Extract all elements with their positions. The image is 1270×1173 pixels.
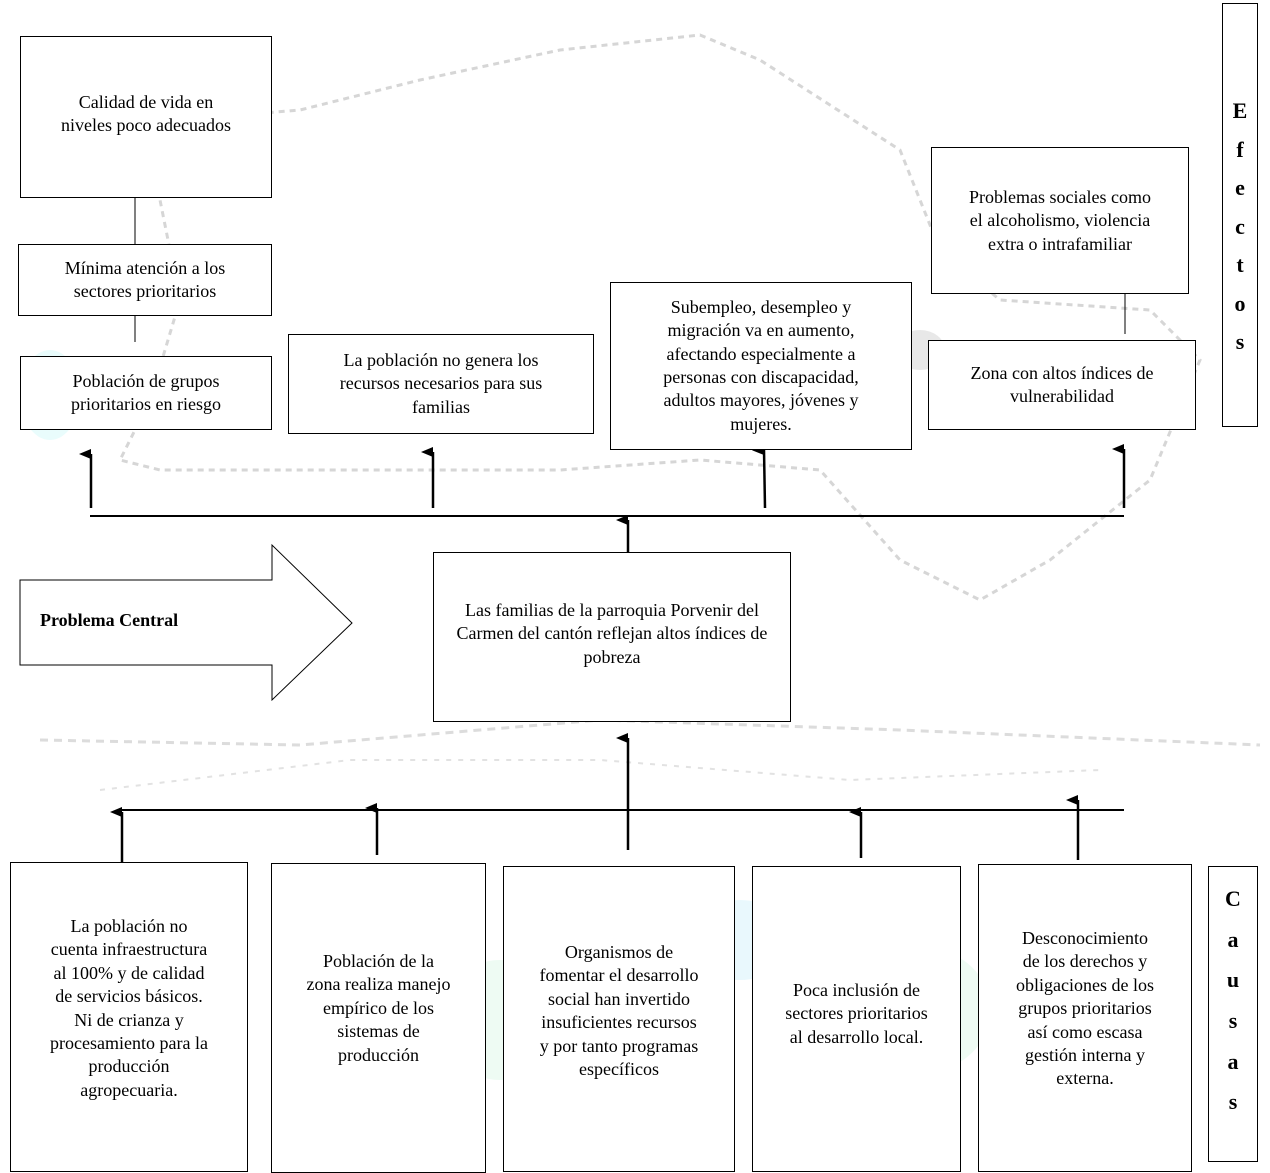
causes-letter: u (1226, 967, 1240, 993)
effects-letter: c (1235, 213, 1245, 239)
cause-box-rights-knowledge: Desconocimiento de los derechos y obliga… (978, 864, 1192, 1172)
effects-letter: E (1232, 98, 1248, 123)
cause-box-organisms-investment: Organismos de fomentar el desarrollo soc… (503, 866, 735, 1172)
effect-text: Subempleo, desempleo y migración va en a… (663, 296, 859, 434)
effects-vertical-label: E f e c t o s (1222, 3, 1258, 427)
effect-box-social-problems: Problemas sociales como el alcoholismo, … (931, 147, 1189, 294)
effects-letter: o (1234, 290, 1246, 316)
effect-text: Problemas sociales como el alcoholismo, … (969, 187, 1151, 254)
effect-box-quality-of-life: Calidad de vida en niveles poco adecuado… (20, 36, 272, 198)
cause-text: Desconocimiento de los derechos y obliga… (1016, 928, 1154, 1089)
causes-letter: s (1228, 1008, 1238, 1034)
central-problem-text: Las familias de la parroquia Porvenir de… (456, 600, 768, 667)
effect-text: Población de grupos prioritarios en ries… (71, 370, 221, 414)
cause-box-inclusion: Poca inclusión de sectores prioritarios … (752, 866, 961, 1172)
cause-text: Organismos de fomentar el desarrollo soc… (539, 942, 699, 1079)
effects-letter: s (1235, 329, 1245, 354)
effects-letter: e (1235, 175, 1245, 200)
causes-letter: a (1227, 1048, 1239, 1074)
problem-central-arrow (19, 543, 353, 702)
effect-text: Zona con altos índices de vulnerabilidad (970, 362, 1154, 406)
central-problem-box: Las familias de la parroquia Porvenir de… (433, 552, 791, 722)
causes-vertical-label: C a u s a s (1208, 866, 1258, 1162)
cause-box-infrastructure: La población no cuenta infraestructura a… (10, 862, 248, 1172)
arrow-effect-3 (752, 445, 767, 509)
effects-letter: t (1236, 252, 1244, 277)
effect-box-priority-groups-risk: Población de grupos prioritarios en ries… (20, 356, 272, 430)
problem-central-label: Problema Central (40, 610, 179, 630)
cause-text: La población no cuenta infraestructura a… (50, 916, 208, 1100)
effect-box-population-resources: La población no genera los recursos nece… (288, 334, 594, 434)
effect-text: Calidad de vida en niveles poco adecuado… (61, 92, 231, 136)
cause-box-empirical-production: Población de la zona realiza manejo empí… (271, 863, 486, 1173)
effect-text: Mínima atención a los sectores prioritar… (64, 257, 226, 301)
cause-text: Poca inclusión de sectores prioritarios … (785, 980, 928, 1047)
causes-letter: C (1225, 886, 1241, 911)
causes-letter: a (1227, 926, 1239, 952)
effects-letter: f (1236, 136, 1244, 162)
effect-box-vulnerability: Zona con altos índices de vulnerabilidad (928, 340, 1196, 430)
effect-box-minimal-attention: Mínima atención a los sectores prioritar… (18, 244, 272, 316)
cause-text: Población de la zona realiza manejo empí… (306, 951, 451, 1065)
effect-box-unemployment: Subempleo, desempleo y migración va en a… (610, 282, 912, 450)
effect-text: La población no genera los recursos nece… (339, 349, 543, 417)
causes-letter: s (1228, 1089, 1238, 1115)
